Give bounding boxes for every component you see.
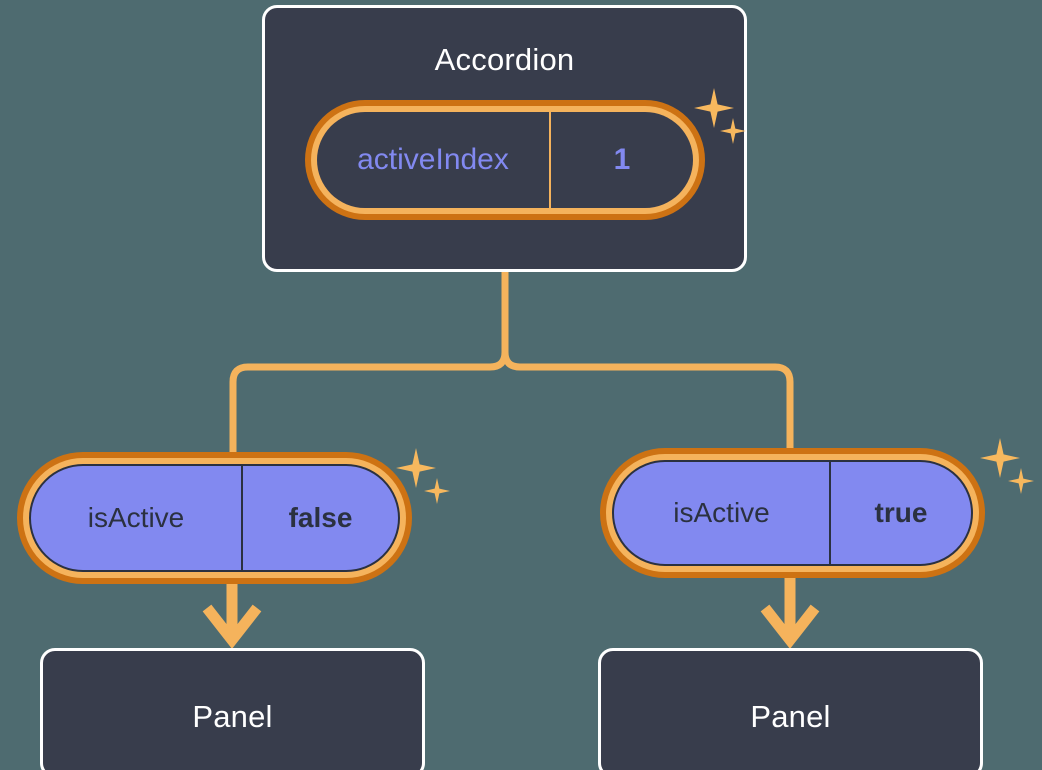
arrow-right-head-icon [760, 604, 820, 649]
state-value-label: 1 [549, 112, 693, 208]
pill-body: isActive false [29, 464, 400, 572]
component-title: Panel [192, 698, 273, 734]
pill-inner-ring: activeIndex 1 [311, 106, 699, 214]
component-card-panel-right[interactable]: Panel [598, 648, 983, 770]
pill-body: activeIndex 1 [317, 112, 693, 208]
sparkle-icon-large [396, 448, 436, 488]
prop-value-label: true [829, 462, 971, 564]
sparkle-icon-small [424, 478, 450, 504]
pill-body: isActive true [612, 460, 973, 566]
component-title: Accordion [434, 42, 575, 77]
sparkle-icon-small [1008, 468, 1034, 494]
connector-tree-fork-left [229, 348, 509, 459]
state-pill-activeindex[interactable]: activeIndex 1 [305, 100, 705, 220]
connector-tree-fork [501, 268, 794, 456]
prop-pill-isactive-false[interactable]: isActive false [17, 452, 412, 584]
pill-inner-ring: isActive true [606, 454, 979, 572]
component-card-panel-left[interactable]: Panel [40, 648, 425, 770]
prop-name-label: isActive [87, 502, 185, 533]
sparkle-icon-large [980, 438, 1020, 478]
prop-name-label: isActive [673, 497, 770, 528]
prop-value-label: false [241, 466, 398, 570]
prop-pill-isactive-true[interactable]: isActive true [600, 448, 985, 578]
component-title: Panel [750, 698, 831, 734]
state-name-label: activeIndex [357, 143, 509, 176]
pill-inner-ring: isActive false [23, 458, 406, 578]
arrow-left-head-icon [202, 604, 262, 649]
